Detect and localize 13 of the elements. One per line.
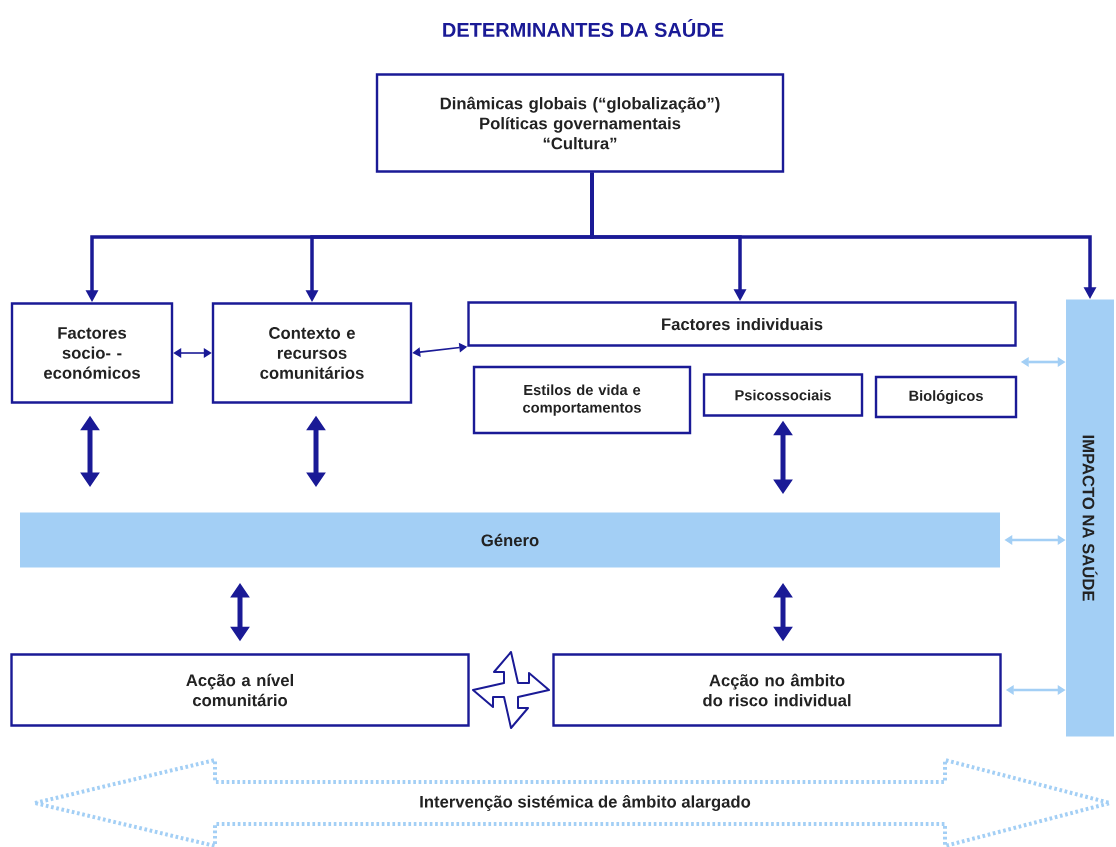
band: Género — [20, 512, 1000, 568]
text-box: Factores socio- -económicos — [10, 302, 174, 404]
text-box: Contexto e recursos comunitários — [211, 302, 413, 404]
text-box: Dinâmicas globais (“globalização”) Políticas governamentais “Cultura” — [375, 73, 785, 173]
text-box: Biológicos — [874, 375, 1018, 419]
text-box: Psicossociais — [702, 373, 864, 417]
title: DETERMINANTES DA SAÚDE — [443, 19, 724, 37]
text-box: Estilos de vida e comportamentos — [472, 365, 692, 435]
vertical-band: IMPACTO NA SAÚDE — [1066, 299, 1114, 737]
text-box: Factores individuais — [467, 301, 1017, 347]
text-box: Acção no âmbito do risco individual — [552, 653, 1002, 727]
text-box: Acção a nível comunitário — [10, 653, 470, 727]
four-way-arrow — [472, 651, 550, 729]
